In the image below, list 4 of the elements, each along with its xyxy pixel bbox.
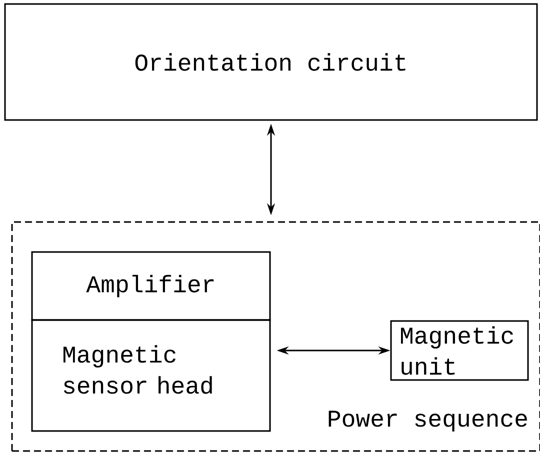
unit-box: Magnetic unit: [390, 320, 529, 381]
circuit-box: Orientation circuit: [4, 3, 538, 121]
amplifier-box: Amplifier: [31, 251, 271, 321]
sensor-box: Magnetic sensor head: [31, 319, 271, 432]
